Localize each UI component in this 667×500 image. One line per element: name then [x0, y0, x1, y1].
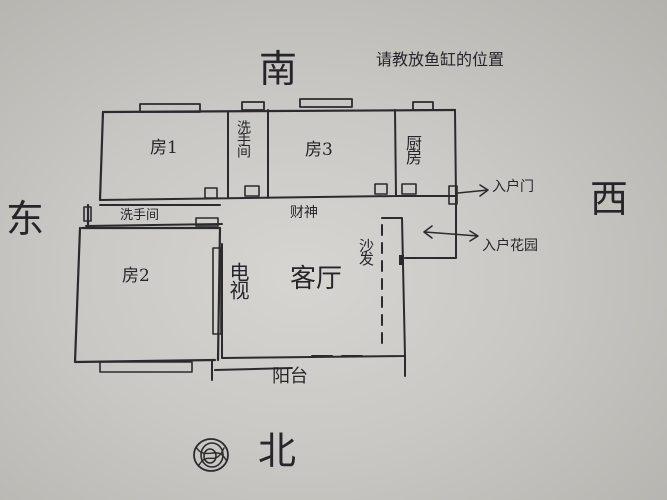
balcony-line: [211, 355, 406, 381]
east-wall-lower: [80, 226, 222, 362]
room2-label: 房2: [122, 266, 150, 286]
window-bath: [241, 101, 265, 111]
window-room3: [299, 98, 353, 108]
sofa-label: 沙发: [357, 238, 375, 264]
room1-label: 房1: [150, 138, 178, 158]
outer-wall: [73, 108, 457, 364]
balcony-label: 阳台: [272, 366, 308, 387]
tv-cabinet: [212, 247, 222, 335]
note-text: 请教放鱼缸的位置: [376, 50, 505, 69]
window-room1: [139, 103, 201, 113]
entrance-door: [448, 185, 458, 205]
bath-left-door: [83, 206, 92, 222]
bath-top-label: 洗手间: [235, 120, 251, 156]
door-stub-1: [204, 187, 218, 199]
direction-east: 东: [6, 197, 45, 241]
door-stub-4: [401, 183, 417, 195]
direction-south: 南: [259, 47, 298, 91]
entry-garden-label: 入户花园: [482, 238, 538, 254]
entrance-arrow: [457, 184, 489, 197]
bath-left-label: 洗手间: [120, 208, 160, 223]
room3-label: 房3: [305, 140, 333, 160]
window-room2: [99, 361, 193, 373]
room2-door: [195, 217, 219, 227]
scribble-mark: [193, 438, 229, 472]
garden-arrow: [423, 225, 479, 242]
tv-label: 电视: [226, 262, 250, 298]
direction-north: 北: [258, 429, 297, 473]
entrance-label: 入户门: [492, 179, 534, 195]
sofa-marker: [399, 255, 404, 265]
caishen-label: 财神: [290, 205, 318, 221]
door-stub-2: [244, 185, 260, 197]
window-kitchen: [412, 101, 434, 111]
kitchen-label: 厨房: [403, 135, 422, 163]
direction-west: 西: [590, 177, 629, 221]
living-room-label: 客厅: [290, 264, 343, 294]
interior-walls: [85, 109, 457, 227]
door-stub-3: [374, 183, 388, 195]
